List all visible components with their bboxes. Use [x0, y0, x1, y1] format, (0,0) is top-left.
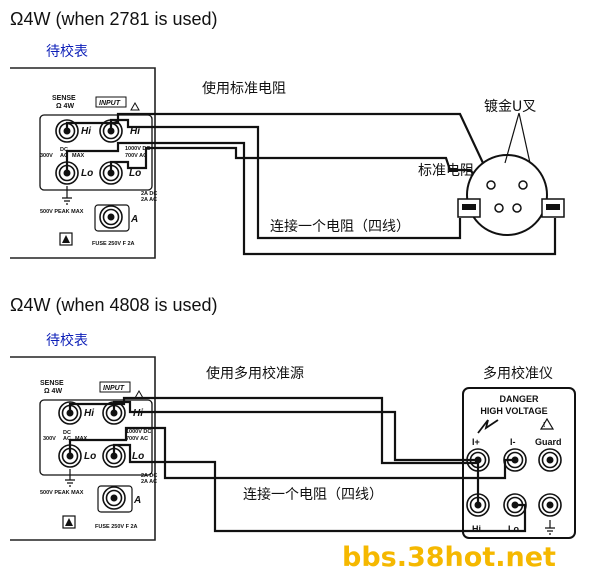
section1-wires	[65, 112, 557, 256]
section1-resistor-label: 标准电阻	[418, 163, 474, 179]
warning-icon	[130, 101, 140, 111]
fuse-label-2: FUSE 250V F 2A	[95, 524, 138, 530]
v1000-label-2: 1000V DC	[126, 429, 151, 435]
input-hi-label: Hi	[130, 126, 140, 137]
sense-lo-label: Lo	[81, 168, 93, 179]
watermark-text: bbs.38hot.net	[342, 542, 556, 573]
section1-wire-label-bottom: 连接一个电阻（四线）	[270, 218, 410, 235]
wire2-sense-hi	[68, 396, 480, 505]
warning-triangle-mark: !	[543, 422, 545, 429]
sense-lo-label-2: Lo	[84, 451, 96, 462]
dc-label-2: DC	[63, 430, 71, 436]
terminal-i-minus-label: I-	[510, 437, 516, 447]
ac-label: AC	[60, 153, 68, 159]
section2-wire-label-top: 使用多用校准源	[206, 365, 304, 382]
chassis-ground-icon	[545, 520, 555, 535]
terminal-i-plus-label: I+	[472, 437, 480, 447]
a2ac-label: 2A AC	[141, 197, 157, 203]
dut-meter-panel-2: SENSE Ω 4W INPUT Hi Hi Lo Lo 300V DC AC …	[10, 356, 157, 541]
max-label: MAX	[72, 153, 85, 159]
caution-icon	[62, 235, 70, 243]
high-voltage-text: HIGH VOLTAGE	[480, 406, 547, 416]
v300-label-2: 300V	[43, 436, 56, 442]
v700-label: 700V AC	[125, 153, 147, 159]
input-label-2: INPUT	[103, 385, 125, 392]
section2-calibrator-label: 多用校准仪	[483, 365, 553, 382]
standard-resistor	[457, 112, 565, 236]
wire-sense-lo	[65, 141, 557, 256]
ground-icon	[62, 186, 72, 205]
input-label: INPUT	[99, 100, 121, 107]
amp-label-2: A	[133, 495, 141, 506]
dc-label: DC	[60, 147, 68, 153]
section1-fork-label: 镀金U叉	[484, 98, 536, 115]
wire2-input-lo	[112, 443, 527, 533]
section1-dut-label: 待校表	[46, 43, 88, 60]
section1-wire-label-top: 使用标准电阻	[202, 80, 286, 97]
a2dc-label: 2A DC	[141, 191, 157, 197]
input-hi-label-2: Hi	[133, 408, 143, 419]
section2-wires	[68, 396, 527, 533]
sense-label-2: SENSE	[40, 380, 64, 387]
wire-input-hi	[109, 118, 462, 240]
terminal-ground	[538, 493, 562, 517]
terminal-lo-label: Lo	[508, 524, 519, 534]
amp-label: A	[130, 214, 138, 225]
peak-label: 500V PEAK MAX	[40, 209, 84, 215]
ohm4w-label-2: Ω 4W	[44, 388, 62, 395]
sense-hi-label: Hi	[81, 126, 91, 137]
amp-jack-2	[102, 486, 126, 510]
a2ac-label-2: 2A AC	[141, 479, 157, 485]
a2dc-label-2: 2A DC	[141, 473, 157, 479]
terminal-guard-label: Guard	[535, 437, 562, 447]
input-lo-label-2: Lo	[132, 451, 144, 462]
wire-input-lo	[109, 146, 499, 201]
dut-meter-panel-1: SENSE Ω 4W INPUT Hi Hi Lo Lo 300V DC AC …	[10, 67, 157, 259]
terminal-hi-label: Hi	[472, 524, 481, 534]
section2-title: Ω4W (when 4808 is used)	[10, 295, 218, 315]
wire2-sense-lo	[68, 426, 515, 480]
v300-label: 300V	[40, 153, 53, 159]
v1000-label: 1000V DC	[125, 146, 150, 152]
multifunction-calibrator: DANGER HIGH VOLTAGE ! I+ I- Guard Hi Lo	[462, 387, 576, 539]
section2-dut-label: 待校表	[46, 332, 88, 349]
warning-triangle-icon	[539, 417, 555, 430]
sense-label: SENSE	[52, 95, 76, 102]
lightning-icon	[477, 419, 499, 434]
fork-pointer	[504, 112, 531, 164]
peak-label-2: 500V PEAK MAX	[40, 490, 84, 496]
wire2-input-hi	[112, 400, 478, 462]
danger-text: DANGER	[499, 394, 539, 404]
v700-label-2: 700V AC	[126, 436, 148, 442]
ground-icon-2	[65, 469, 75, 487]
ac-label-2: AC	[63, 436, 71, 442]
fuse-label: FUSE 250V F 2A	[92, 241, 135, 247]
terminal-guard	[538, 448, 562, 472]
input-lo-label: Lo	[129, 168, 141, 179]
amp-jack	[99, 205, 123, 229]
caution-icon-2	[65, 518, 73, 526]
section2-wire-label-bottom: 连接一个电阻（四线）	[243, 486, 383, 503]
sense-hi-label-2: Hi	[84, 408, 94, 419]
section1-title: Ω4W (when 2781 is used)	[10, 9, 218, 29]
ohm4w-label: Ω 4W	[56, 103, 74, 110]
